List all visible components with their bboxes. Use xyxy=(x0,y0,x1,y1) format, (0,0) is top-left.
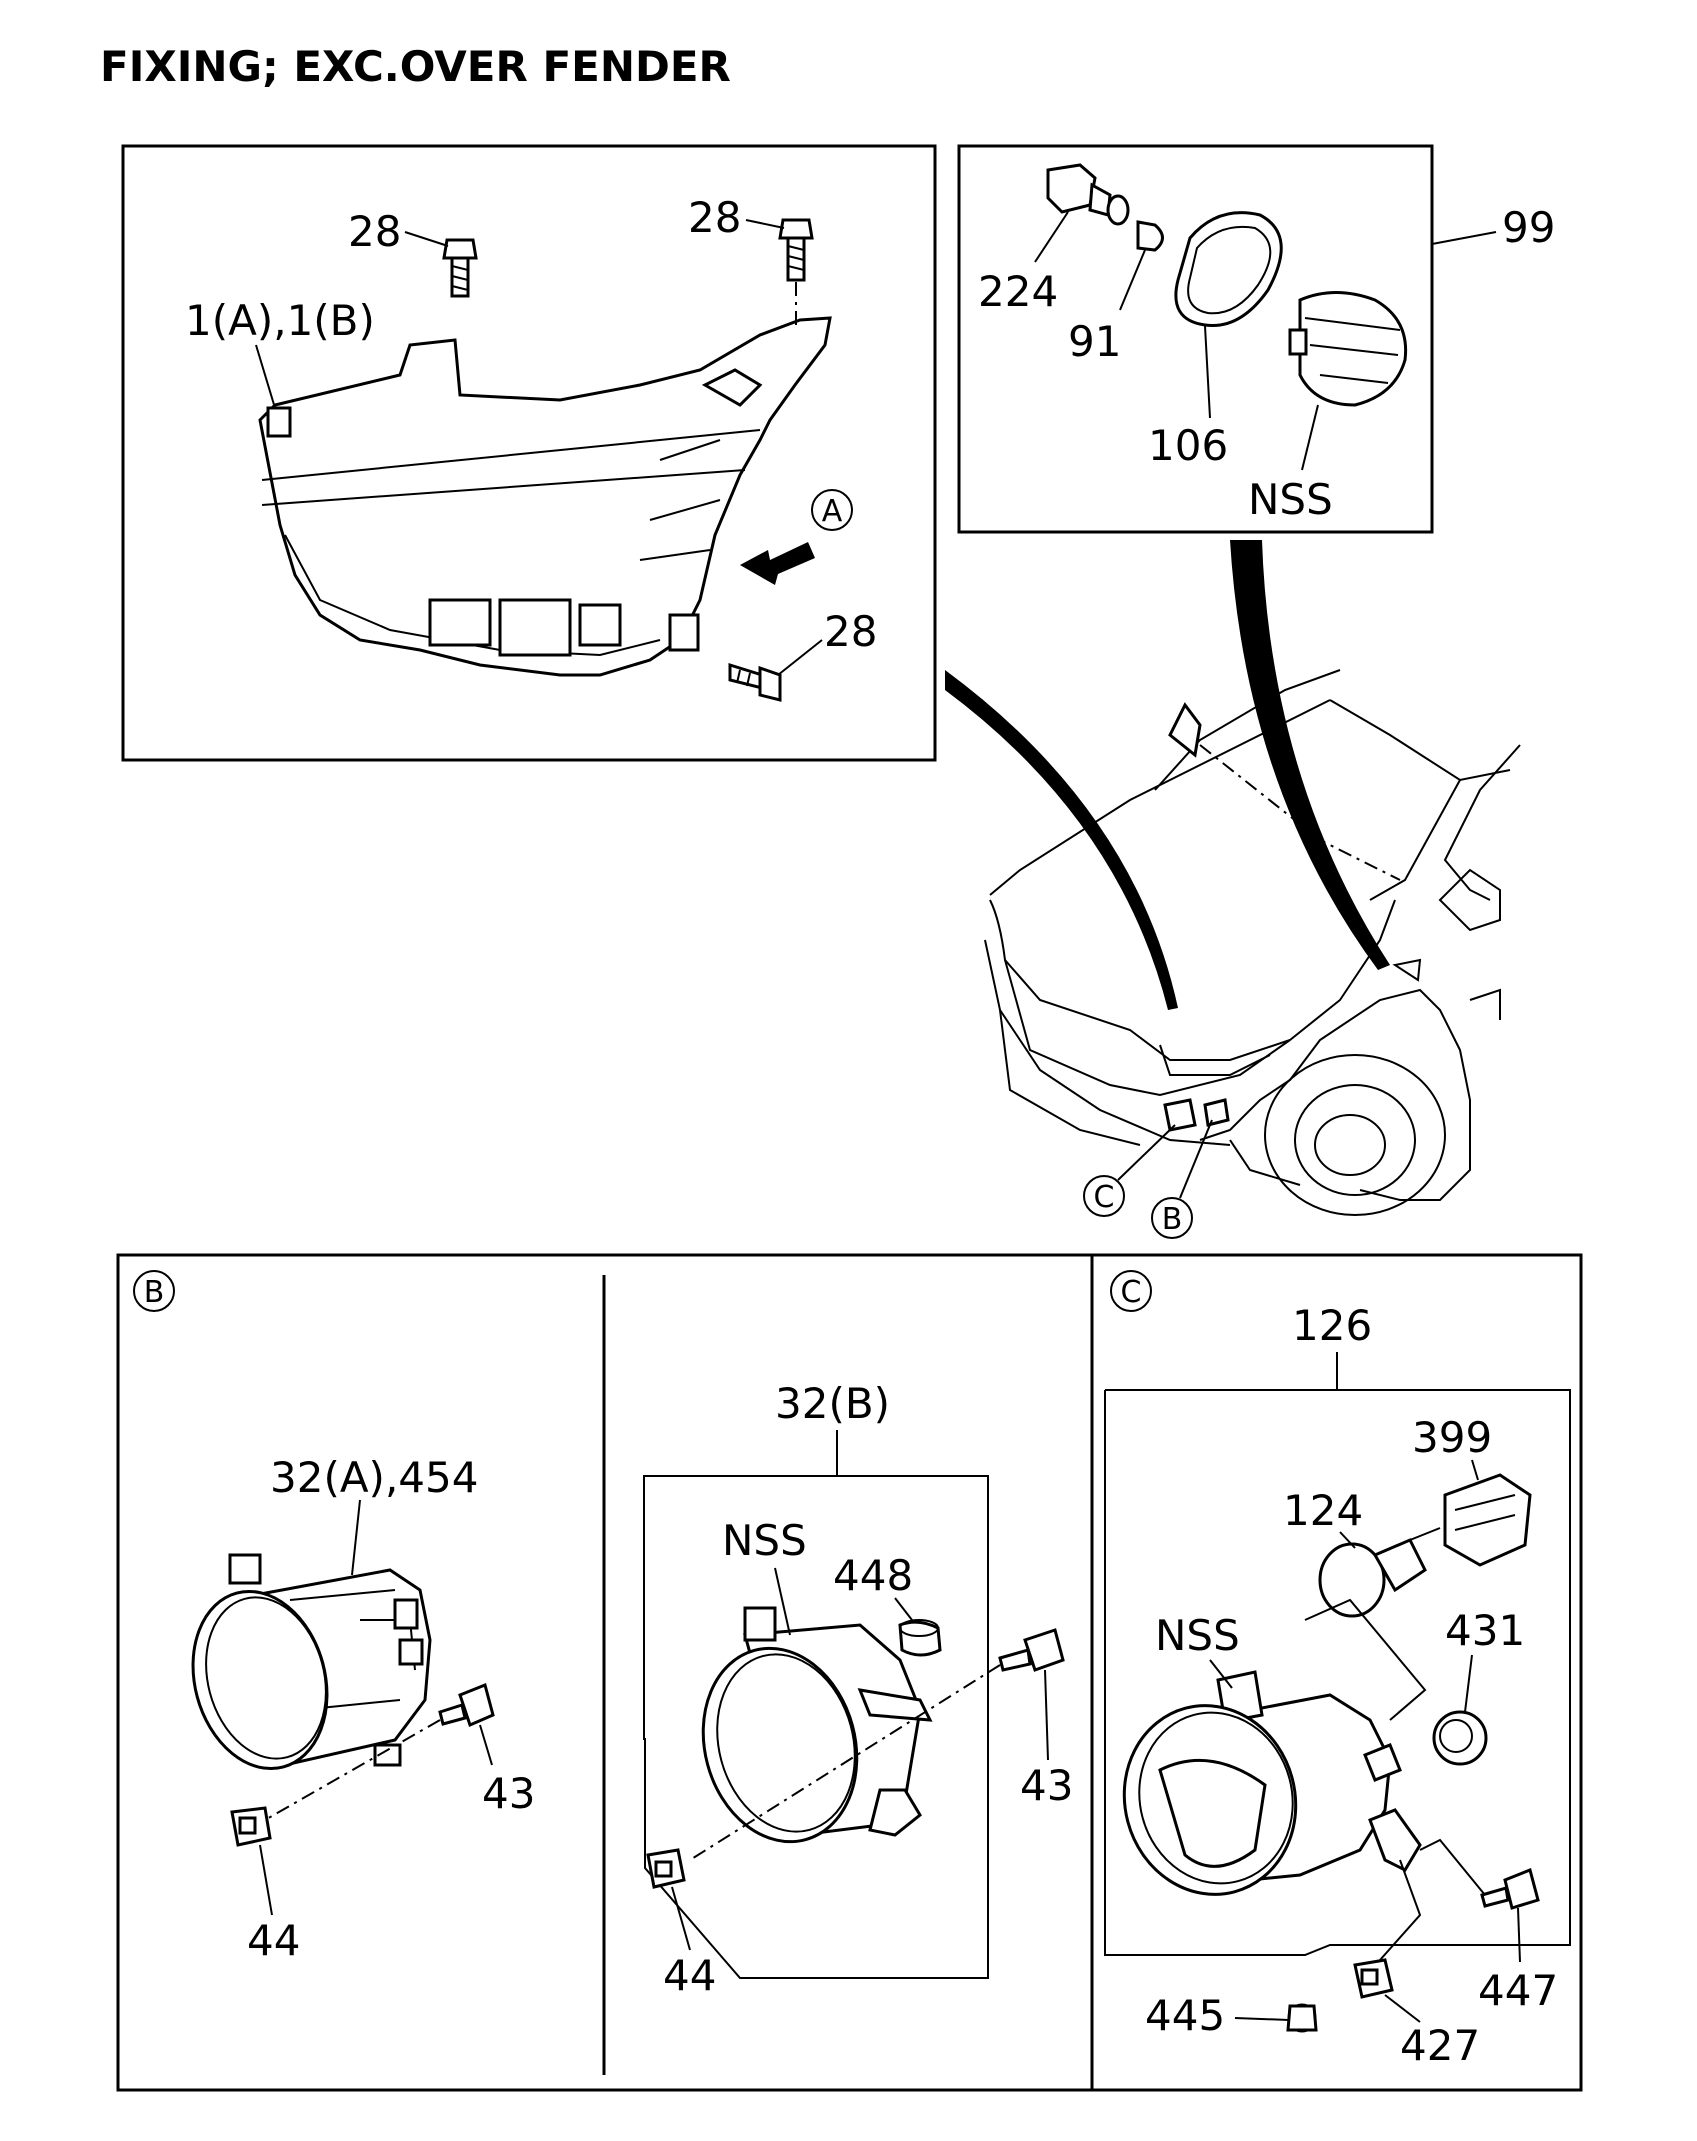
screw-43-a xyxy=(438,1682,495,1728)
label-socket-399: 399 xyxy=(1412,1413,1492,1462)
callout-leader-headlamp xyxy=(945,670,1178,1010)
label-bulb: 91 xyxy=(1068,317,1121,366)
panel-headlamp-frame xyxy=(121,144,937,762)
screw-445 xyxy=(1286,2003,1318,2033)
panel-side-lamp-frame xyxy=(957,144,1434,534)
marker-a: A xyxy=(811,489,853,531)
label-screw-43-b: 43 xyxy=(1020,1761,1073,1810)
screw-447 xyxy=(1480,1867,1540,1910)
label-screw-447: 447 xyxy=(1478,1966,1558,2015)
fog-lamp-c xyxy=(1122,1670,1422,1896)
panel-bottom-frame xyxy=(116,1253,1583,2092)
label-nut-44-a: 44 xyxy=(247,1916,300,1965)
fog-lamp-c-frame xyxy=(1104,1389,1571,1956)
marker-c-vehicle: C xyxy=(1083,1175,1125,1217)
label-bulb-124: 124 xyxy=(1283,1486,1363,1535)
socket-399 xyxy=(1443,1473,1532,1567)
side-lamp-gasket xyxy=(1174,211,1283,328)
fog-lamp-a xyxy=(191,1553,432,1771)
label-socket: 224 xyxy=(978,267,1058,316)
nut-44-b xyxy=(646,1848,686,1889)
screw-43-b xyxy=(998,1628,1065,1672)
label-nut-44-b: 44 xyxy=(663,1951,716,2000)
callout-leader-side-lamp xyxy=(1230,540,1390,970)
side-lamp-lens xyxy=(1288,291,1408,407)
marker-c-panel: C xyxy=(1110,1270,1152,1312)
headlamp-illustration xyxy=(258,316,832,677)
bolt-top-right xyxy=(778,218,814,325)
grommet-431 xyxy=(1432,1710,1488,1766)
label-grommet-431: 431 xyxy=(1445,1606,1525,1655)
fog-lamp-b xyxy=(701,1606,933,1844)
svg-text:C: C xyxy=(1094,1180,1115,1215)
bolt-bottom xyxy=(728,662,782,702)
marker-b-vehicle: B xyxy=(1151,1197,1193,1239)
cap-448 xyxy=(898,1619,942,1657)
label-nut-427: 427 xyxy=(1400,2021,1480,2070)
fog-lamp-b-frame xyxy=(643,1475,989,1979)
vehicle-illustration xyxy=(984,669,1521,1216)
svg-text:A: A xyxy=(822,494,843,529)
nut-44-a xyxy=(230,1806,272,1847)
bulb-124 xyxy=(1318,1527,1441,1618)
svg-text:B: B xyxy=(144,1275,165,1310)
page-title: FIXING; EXC.OVER FENDER xyxy=(100,42,731,91)
marker-b-panel: B xyxy=(133,1270,175,1312)
bolt-top-left xyxy=(442,238,478,298)
panel-side-lamp: 224 91 106 NSS 99 xyxy=(957,144,1555,534)
svg-text:C: C xyxy=(1121,1275,1142,1310)
label-bolt-bottom: 28 xyxy=(824,607,877,656)
label-housing-b: NSS xyxy=(722,1516,807,1565)
label-gasket: 106 xyxy=(1148,421,1228,470)
label-bolt-top-right: 28 xyxy=(688,193,741,242)
svg-text:B: B xyxy=(1162,1202,1183,1237)
nut-427 xyxy=(1353,1958,1394,1999)
panel-headlamp: 28 28 28 1(A),1(B) A xyxy=(121,144,937,762)
label-fog-lamp-b: 32(B) xyxy=(775,1379,890,1428)
label-screw-445: 445 xyxy=(1145,1991,1225,2040)
label-bolt-top-left: 28 xyxy=(348,207,401,256)
label-fog-lamp-assembly-c: 126 xyxy=(1292,1301,1372,1350)
view-arrow xyxy=(740,542,815,585)
label-headlamp: 1(A),1(B) xyxy=(185,296,375,345)
side-lamp-bulb xyxy=(1136,220,1164,252)
side-lamp-socket xyxy=(1046,163,1130,226)
label-fog-lamp-a: 32(A),454 xyxy=(270,1453,478,1502)
label-screw-43-a: 43 xyxy=(482,1769,535,1818)
label-lens: NSS xyxy=(1248,475,1333,524)
panel-bottom: B C 32(A),454 43 44 xyxy=(116,1253,1583,2092)
label-side-lamp-assembly: 99 xyxy=(1502,203,1555,252)
label-cap-448: 448 xyxy=(833,1551,913,1600)
label-housing-c: NSS xyxy=(1155,1611,1240,1660)
